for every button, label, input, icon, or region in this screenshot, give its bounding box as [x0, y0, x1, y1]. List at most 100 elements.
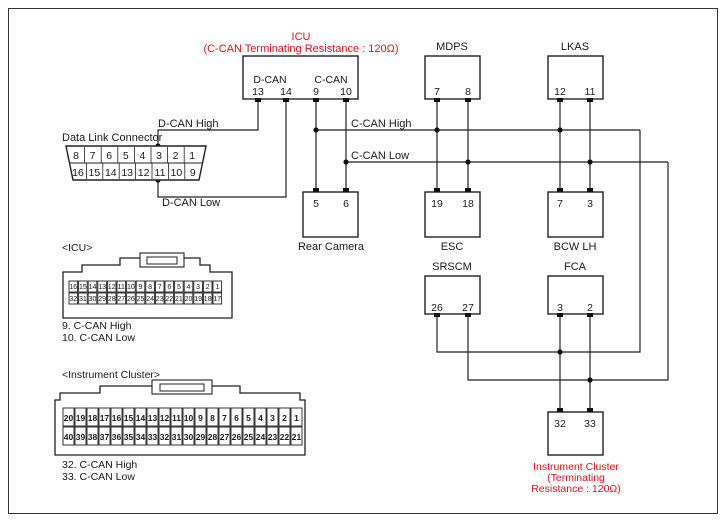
connector-cell — [116, 292, 127, 305]
cluster-cell-pin-label: 3 — [270, 413, 275, 423]
cluster-label-line2: (Terminating — [547, 472, 605, 484]
rear-camera-title: Rear Camera — [298, 241, 365, 253]
connector-cell — [134, 426, 147, 446]
junction-dot — [557, 349, 563, 355]
cluster-cell-pin-label: 16 — [112, 413, 122, 423]
connector-cell — [146, 407, 159, 427]
icu-cell-pin-label: 30 — [89, 296, 97, 303]
icu-cell-pin-label: 19 — [194, 296, 202, 303]
junction-dot — [587, 377, 593, 383]
icu-cell-pin-label: 11 — [118, 284, 125, 291]
dlc-title: Data Link Connector — [62, 132, 163, 144]
dlc-pin-label: 7 — [90, 150, 96, 162]
connector-cell — [193, 292, 203, 305]
pin-terminal — [465, 188, 471, 192]
cluster-cell-pin-label: 18 — [88, 413, 98, 423]
icu-legend-line: 10. C-CAN Low — [62, 332, 135, 344]
cluster-cell-pin-label: 17 — [100, 413, 110, 423]
connector-cell — [154, 280, 165, 293]
rear-camera-pin-label: 6 — [343, 198, 349, 210]
connector-cell — [290, 426, 303, 446]
connector-cell — [98, 426, 111, 446]
cluster-cell-pin-label: 28 — [208, 432, 218, 442]
icu-cell-pin-label: 27 — [117, 296, 125, 303]
icu-box — [242, 55, 359, 100]
connector-cell — [122, 426, 135, 446]
connector-cell — [158, 426, 171, 446]
connector-cell — [126, 280, 136, 293]
cluster-cell-pin-label: 23 — [268, 432, 278, 442]
connector-cell — [206, 407, 219, 427]
icu-cell-pin-label: 1 — [215, 284, 219, 291]
connector-cell — [170, 426, 183, 446]
icu-module: ICU (C-CAN Terminating Resistance : 120Ω… — [203, 31, 399, 102]
connector-cell — [182, 426, 195, 446]
cluster-cell-pin-label: 14 — [136, 413, 146, 423]
icu-dcan-group: D-CAN — [253, 74, 286, 86]
label-ccan-high: C-CAN High — [351, 118, 412, 130]
cluster-label-line1: Instrument Cluster — [533, 461, 619, 473]
icu-cell-pin-label: 14 — [89, 284, 97, 291]
connector-cell — [87, 292, 98, 305]
pin-terminal — [587, 408, 593, 412]
connector-cell — [183, 280, 194, 293]
icu-pin-label: 13 — [252, 86, 264, 98]
connector-cell — [154, 292, 165, 305]
connector-cell — [126, 292, 136, 305]
icu-legend-line: 9. C-CAN High — [62, 320, 132, 332]
pin-terminal — [343, 188, 349, 192]
connector-cell — [122, 407, 135, 427]
cluster-cell-pin-label: 15 — [124, 413, 134, 423]
fca-module: FCA 3 2 — [547, 261, 604, 317]
connector-cell — [174, 292, 184, 305]
bcw-lh-pin-label: 3 — [587, 198, 593, 210]
icu-cell-pin-label: 16 — [69, 284, 77, 291]
connector-cell — [164, 292, 175, 305]
connector-cell — [68, 292, 79, 305]
cluster-cell-pin-label: 5 — [246, 413, 251, 423]
cluster-cell-pin-label: 20 — [64, 413, 74, 423]
connector-cell — [182, 407, 195, 427]
pin-terminal — [587, 188, 593, 192]
cluster-cell-pin-label: 26 — [232, 432, 242, 442]
connector-cell — [218, 426, 231, 446]
dlc-pin-label: 16 — [72, 167, 84, 179]
icu-cell-pin-label: 15 — [79, 284, 87, 291]
cluster-cell-pin-label: 25 — [244, 432, 254, 442]
connector-cell — [194, 407, 207, 427]
lkas-pin-label: 11 — [585, 86, 596, 98]
junction-dot — [313, 127, 319, 133]
pin-terminal — [434, 98, 440, 102]
connector-cell — [116, 280, 127, 293]
bcw-lh-module: 7 3 BCW LH — [547, 188, 604, 253]
connector-cell — [87, 280, 98, 293]
icu-pin-label: 9 — [313, 86, 319, 98]
fca-pin-label: 2 — [587, 302, 593, 314]
cluster-cell-pin-label: 1 — [294, 413, 299, 423]
cluster-cell-pin-label: 22 — [280, 432, 290, 442]
connector-cell — [206, 426, 219, 446]
esc-module: 19 18 ESC — [424, 188, 481, 253]
cluster-cell-pin-label: 37 — [100, 432, 110, 442]
lkas-box — [547, 55, 604, 100]
cluster-legend-line: 32. C-CAN High — [62, 459, 137, 471]
cluster-connector-latch-inner — [159, 383, 205, 392]
esc-pin-label: 19 — [431, 198, 443, 210]
cluster-cell-pin-label: 31 — [172, 432, 182, 442]
label-ccan-low: C-CAN Low — [351, 150, 409, 162]
mdps-box — [424, 55, 481, 100]
icu-cell-pin-label: 25 — [137, 296, 145, 303]
esc-title: ESC — [441, 241, 464, 253]
pin-terminal — [283, 98, 289, 102]
fca-box — [547, 275, 604, 315]
cluster-cell-pin-label: 33 — [148, 432, 158, 442]
connector-cell — [86, 407, 99, 427]
icu-ccan-group: C-CAN — [314, 74, 347, 86]
icu-cell-pin-label: 22 — [165, 296, 173, 303]
pin-terminal — [557, 188, 563, 192]
icu-cell-pin-label: 28 — [108, 296, 116, 303]
instrument-cluster-box — [547, 411, 604, 456]
connector-cell — [230, 407, 243, 427]
